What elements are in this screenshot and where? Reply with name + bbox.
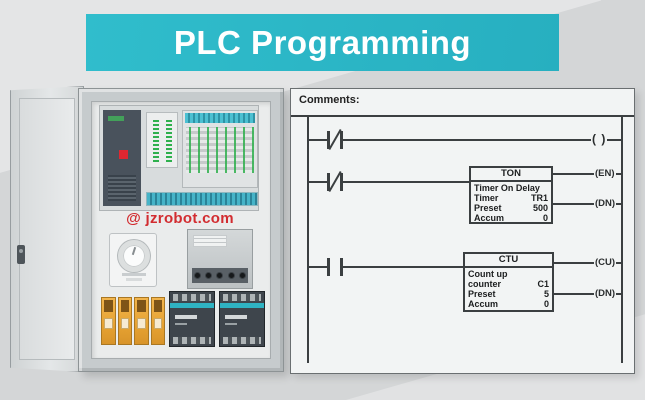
ton-row-label: Timer <box>474 193 499 203</box>
comments-label: Comments: <box>299 94 360 106</box>
ctu-row-value: C1 <box>537 279 549 289</box>
cpu-vents <box>108 175 136 201</box>
nc-contact-icon <box>327 129 343 150</box>
relay-module <box>117 297 132 345</box>
plc-io-module <box>146 112 178 168</box>
ton-row-label: Accum <box>474 213 505 223</box>
ladder-rung-2 <box>307 181 469 183</box>
ctu-dn-output: (DN) <box>594 288 617 299</box>
ctu-cu-wire <box>554 262 621 264</box>
ton-dn-wire <box>553 203 621 205</box>
contactor-accent-strip <box>170 303 214 308</box>
nc-contact-icon <box>327 171 343 192</box>
ton-row-value: TR1 <box>530 193 548 203</box>
relay-module <box>134 297 149 345</box>
ctu-title: CTU <box>465 254 552 268</box>
terminal-screw <box>227 272 235 279</box>
plc-unit <box>99 105 259 211</box>
ladder-rail-right <box>621 115 623 363</box>
contactor-terminals <box>173 294 211 301</box>
watermark-text: @ jzrobot.com <box>126 210 234 227</box>
timer-label-bar <box>126 278 142 281</box>
terminal-screw <box>216 272 224 279</box>
ctu-row-counter: counter C1 <box>465 279 552 289</box>
ton-row-value: 0 <box>542 213 548 223</box>
ton-function-block: TON Timer On Delay Timer TR1 Preset 500 … <box>469 166 553 224</box>
electrical-cabinet: @ jzrobot.com <box>78 88 284 372</box>
ctu-dn-wire <box>554 293 621 295</box>
plc-expansion-module <box>182 110 258 188</box>
ctu-row-preset: Preset 5 <box>465 289 552 299</box>
contact-slash <box>328 129 342 150</box>
relay-module <box>150 297 165 345</box>
ctu-row-value: 0 <box>543 299 549 309</box>
ton-row-preset: Preset 500 <box>471 203 551 213</box>
timer-label-bar <box>122 273 146 276</box>
ctu-row-value: 5 <box>543 289 549 299</box>
contactor-terminals <box>223 294 261 301</box>
contactor-brand-bar <box>225 315 247 319</box>
output-coil-icon: ( ) <box>591 132 608 146</box>
relay-module <box>101 297 116 345</box>
ctu-row-label: Preset <box>468 289 496 299</box>
contactor-terminals <box>223 337 261 344</box>
ton-subtitle: Timer On Delay <box>474 183 540 193</box>
ctu-function-block: CTU Count up counter C1 Preset 5 Accum 0 <box>463 252 554 312</box>
led-column <box>166 118 172 162</box>
power-supply-unit <box>187 229 253 289</box>
terminal-screw <box>238 272 246 279</box>
ton-row-timer: Timer TR1 <box>471 193 551 203</box>
contactor-terminals <box>173 337 211 344</box>
ctu-cu-output: (CU) <box>594 257 617 268</box>
ton-row-value: 500 <box>532 203 548 213</box>
terminal-screw <box>194 272 202 279</box>
terminal-strip <box>185 113 255 123</box>
cabinet-door <box>10 86 84 372</box>
door-handle <box>17 245 25 264</box>
ctu-row-label: counter <box>468 279 502 289</box>
cpu-red-indicator <box>119 150 128 159</box>
no-contact-icon <box>327 258 343 276</box>
plc-cpu-module <box>103 110 141 206</box>
ctu-subtitle: Count up <box>468 269 508 279</box>
psu-terminals <box>192 268 248 283</box>
contact-slash <box>328 171 342 192</box>
psu-label <box>193 235 227 247</box>
ton-title: TON <box>471 168 551 182</box>
title-banner: PLC Programming <box>86 14 559 71</box>
ladder-rung-1 <box>307 139 623 141</box>
ladder-rung-3 <box>307 266 463 268</box>
contactor-brand-bar <box>175 315 197 319</box>
ladder-diagram-panel: Comments: ( ) TON Timer On Delay Timer T… <box>290 88 635 374</box>
ton-en-wire <box>553 173 621 175</box>
contactor-module <box>169 291 215 347</box>
timer-dial <box>118 240 150 272</box>
relay-bank <box>101 297 165 345</box>
contactor-accent-strip <box>220 303 264 308</box>
ton-dn-output: (DN) <box>594 198 617 209</box>
ctu-row-accum: Accum 0 <box>465 299 552 309</box>
ton-en-output: (EN) <box>594 168 616 179</box>
ton-row-label: Preset <box>474 203 502 213</box>
header-divider <box>291 115 634 117</box>
led-column <box>153 118 159 162</box>
terminal-strip <box>146 192 258 206</box>
led-bank <box>186 127 254 173</box>
contactor-brand-dash <box>225 323 237 325</box>
page-title: PLC Programming <box>173 23 472 61</box>
terminal-screw <box>205 272 213 279</box>
ton-row-accum: Accum 0 <box>471 213 551 223</box>
contactor-brand-dash <box>175 323 187 325</box>
contactor-module <box>219 291 265 347</box>
timer-relay-device <box>109 233 157 287</box>
door-panel <box>19 98 75 360</box>
ctu-row-label: Accum <box>468 299 499 309</box>
cpu-label-sticker <box>108 116 124 121</box>
ladder-rail-left <box>307 115 309 363</box>
